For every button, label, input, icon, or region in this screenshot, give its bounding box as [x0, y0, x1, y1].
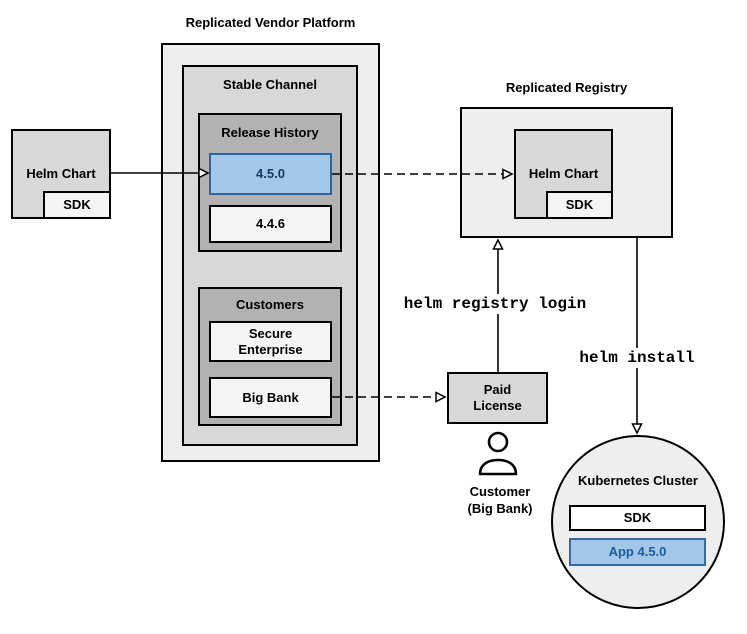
release-version-label: 4.4.6 — [256, 216, 285, 231]
helm-install-command: helm install — [574, 348, 700, 368]
vendor-platform-title: Replicated Vendor Platform — [185, 15, 356, 30]
helm-chart-label: Helm Chart — [26, 166, 96, 181]
person-icon — [478, 431, 518, 476]
release-item-4-5-0: 4.5.0 — [209, 153, 332, 195]
source-sdk-box: SDK — [43, 191, 111, 219]
paid-license-box: Paid License — [447, 372, 548, 424]
helm-registry-login-command: helm registry login — [398, 294, 592, 314]
sdk-label: SDK — [63, 197, 91, 212]
release-history-label: Release History — [221, 125, 319, 140]
stable-channel-label: Stable Channel — [223, 77, 317, 92]
registry-title: Replicated Registry — [505, 80, 628, 95]
app-version-label: App 4.5.0 — [608, 544, 667, 559]
customer-name-label: Secure Enterprise — [238, 325, 303, 357]
kubernetes-app-box: App 4.5.0 — [569, 538, 706, 566]
customer-caption: Customer (Big Bank) — [467, 484, 533, 516]
customers-label: Customers — [236, 297, 304, 312]
kubernetes-cluster-title: Kubernetes Cluster — [578, 473, 698, 488]
sdk-label: SDK — [565, 197, 594, 212]
registry-sdk-box: SDK — [546, 191, 613, 219]
customer-item-secure-enterprise: Secure Enterprise — [209, 321, 332, 362]
release-version-label: 4.5.0 — [256, 166, 285, 181]
kubernetes-sdk-box: SDK — [569, 505, 706, 531]
paid-license-label: Paid License — [473, 382, 522, 413]
helm-chart-label: Helm Chart — [528, 166, 599, 181]
release-item-4-4-6: 4.4.6 — [209, 205, 332, 243]
customer-item-big-bank: Big Bank — [209, 377, 332, 418]
sdk-label: SDK — [623, 510, 652, 525]
customer-name-label: Big Bank — [242, 389, 299, 405]
